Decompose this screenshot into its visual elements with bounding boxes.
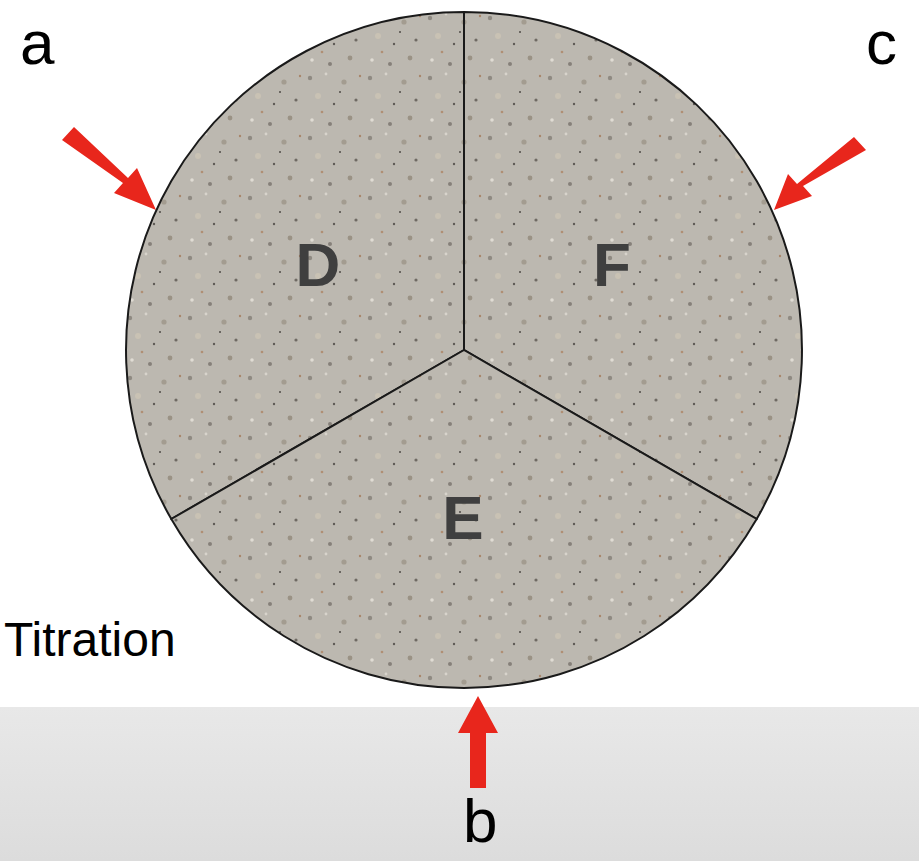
sector-outline (171, 350, 756, 688)
arrow-letter: b (463, 790, 497, 852)
concrete-sector: E (124, 10, 804, 690)
arrow-letter: a (20, 12, 54, 74)
sector-letter: F (593, 234, 631, 296)
arrow-a (62, 127, 156, 210)
sector-letter: D (296, 234, 341, 296)
arrow-letter: c (866, 12, 897, 74)
sector-letter: E (442, 487, 483, 549)
ground-band (0, 707, 919, 861)
method-label: Titration (4, 616, 176, 664)
sector-shape (124, 10, 804, 690)
arrow-b (458, 696, 498, 788)
arrow-c (774, 137, 866, 210)
